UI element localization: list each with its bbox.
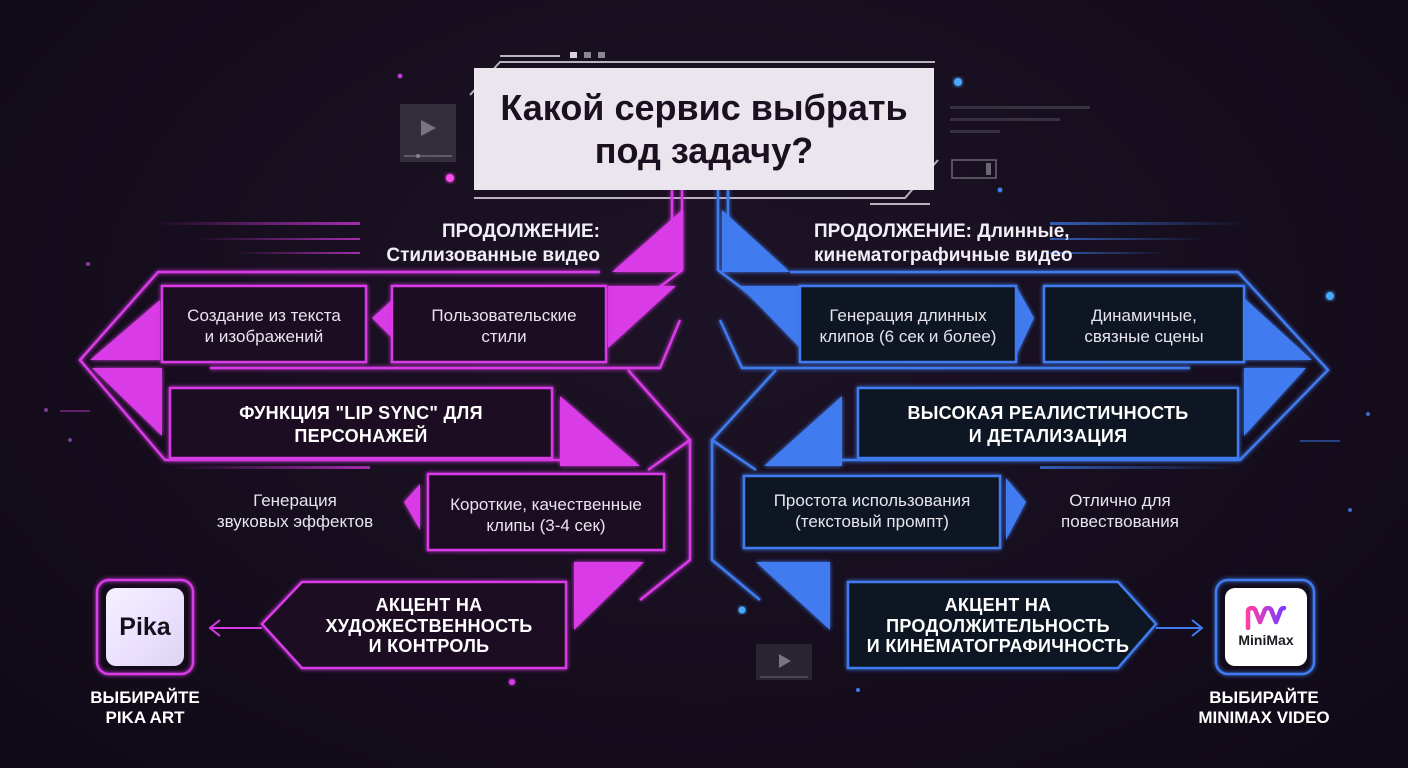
pika-custom-styles: Пользовательские стили bbox=[431, 306, 577, 347]
arrow-icon bbox=[208, 619, 262, 637]
minimax-realism: ВЫСОКАЯ РЕАЛИСТИЧНОСТЬ И ДЕТАЛИЗАЦИЯ bbox=[907, 403, 1189, 446]
pika-sound-fx: Генерация звуковых эффектов bbox=[216, 491, 374, 532]
glow-dots bbox=[44, 73, 1370, 692]
pika-accent: АКЦЕНТ НА ХУДОЖЕСТВЕННОСТЬ И КОНТРОЛЬ bbox=[325, 595, 533, 657]
minimax-dynamic: Динамичные, связные сцены bbox=[1084, 306, 1204, 347]
minimax-simplicity: Простота использования (текстовый промпт… bbox=[773, 491, 971, 532]
pika-text-image: Создание из текста и изображений bbox=[187, 306, 341, 347]
pika-header: ПРОДОЛЖЕНИЕ: Стилизованные видео bbox=[386, 221, 600, 266]
minimax-choose-label: ВЫБИРАЙТЕ MINIMAX VIDEO bbox=[1198, 688, 1330, 728]
minimax-long-clips: Генерация длинных клипов (6 сек и более) bbox=[819, 306, 997, 347]
minimax-arrow-shapes bbox=[722, 210, 1312, 630]
pika-logo-frame bbox=[95, 578, 195, 676]
minimax-accent: АКЦЕНТ НА ПРОДОЛЖИТЕЛЬНОСТЬ И КИНЕМАТОГР… bbox=[866, 595, 1130, 657]
arrow-icon bbox=[1156, 619, 1204, 637]
window-controls-icon bbox=[570, 52, 997, 179]
pika-logo: Pika bbox=[106, 588, 184, 666]
pika-arrow-shapes bbox=[90, 210, 682, 630]
pika-boxes bbox=[160, 284, 666, 670]
page-title: Какой сервис выбрать под задачу? bbox=[474, 68, 934, 190]
play-icon bbox=[756, 644, 812, 680]
minimax-header: ПРОДОЛЖЕНИЕ: Длинные, кинематографичные … bbox=[814, 221, 1073, 266]
pika-lip-sync: ФУНКЦИЯ "LIP SYNC" ДЛЯ ПЕРСОНАЖЕЙ bbox=[239, 403, 483, 446]
minimax-storytelling: Отлично для повествования bbox=[1061, 491, 1179, 532]
minimax-logo: MiniMax bbox=[1225, 588, 1307, 666]
pika-choose-label: ВЫБИРАЙТЕ PIKA ART bbox=[90, 688, 200, 728]
minimax-m-icon bbox=[1245, 606, 1287, 630]
pika-short-clips: Короткие, качественные клипы (3-4 сек) bbox=[450, 495, 642, 536]
play-icon bbox=[400, 104, 456, 162]
minimax-logo-frame bbox=[1214, 578, 1316, 676]
background-streaks bbox=[60, 106, 1340, 469]
minimax-boxes bbox=[742, 284, 1246, 670]
